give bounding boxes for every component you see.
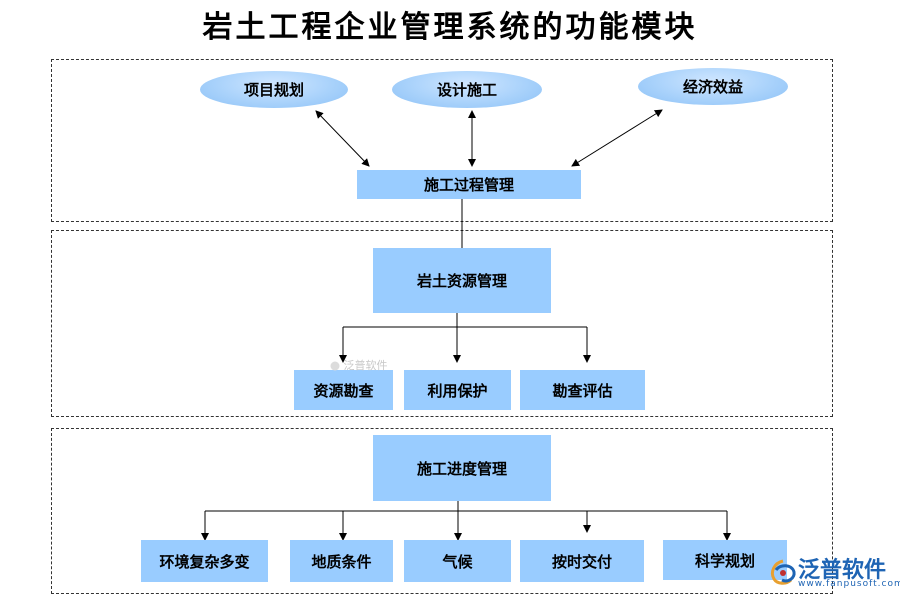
node-project-planning: 项目规划 [200,71,348,108]
node-economic-benefit: 经济效益 [638,68,788,105]
watermark: 泛普软件 [330,357,388,373]
arrow-planning [315,110,370,167]
logo-swirl-icon [770,559,796,585]
logo-name: 泛普软件 [798,558,887,583]
brand-logo: 泛普软件 www.fanpusoft.com [768,552,900,594]
section-progress [51,428,833,594]
node-scientific-planning: 科学规划 [663,540,787,580]
watermark-text: 泛普软件 [343,359,388,372]
node-resource-survey: 资源勘查 [294,370,393,410]
node-progress-management: 施工进度管理 [373,435,551,501]
node-survey-evaluation: 勘查评估 [520,370,645,410]
diagram-title: 岩土工程企业管理系统的功能模块 [202,10,698,45]
section-process [51,59,833,222]
section-resources [51,230,833,417]
node-complex-environment: 环境复杂多变 [141,540,268,582]
node-design-construction: 设计施工 [392,71,542,108]
node-construction-process: 施工过程管理 [357,170,581,199]
node-resource-management: 岩土资源管理 [373,248,551,313]
node-geological-conditions: 地质条件 [290,540,393,582]
node-utilization-protection: 利用保护 [404,370,511,410]
node-on-time-delivery: 按时交付 [520,540,644,582]
arrow-economy [571,109,663,167]
node-climate: 气候 [404,540,511,582]
logo-url: www.fanpusoft.com [798,579,900,589]
watermark-logo-icon [330,361,340,371]
